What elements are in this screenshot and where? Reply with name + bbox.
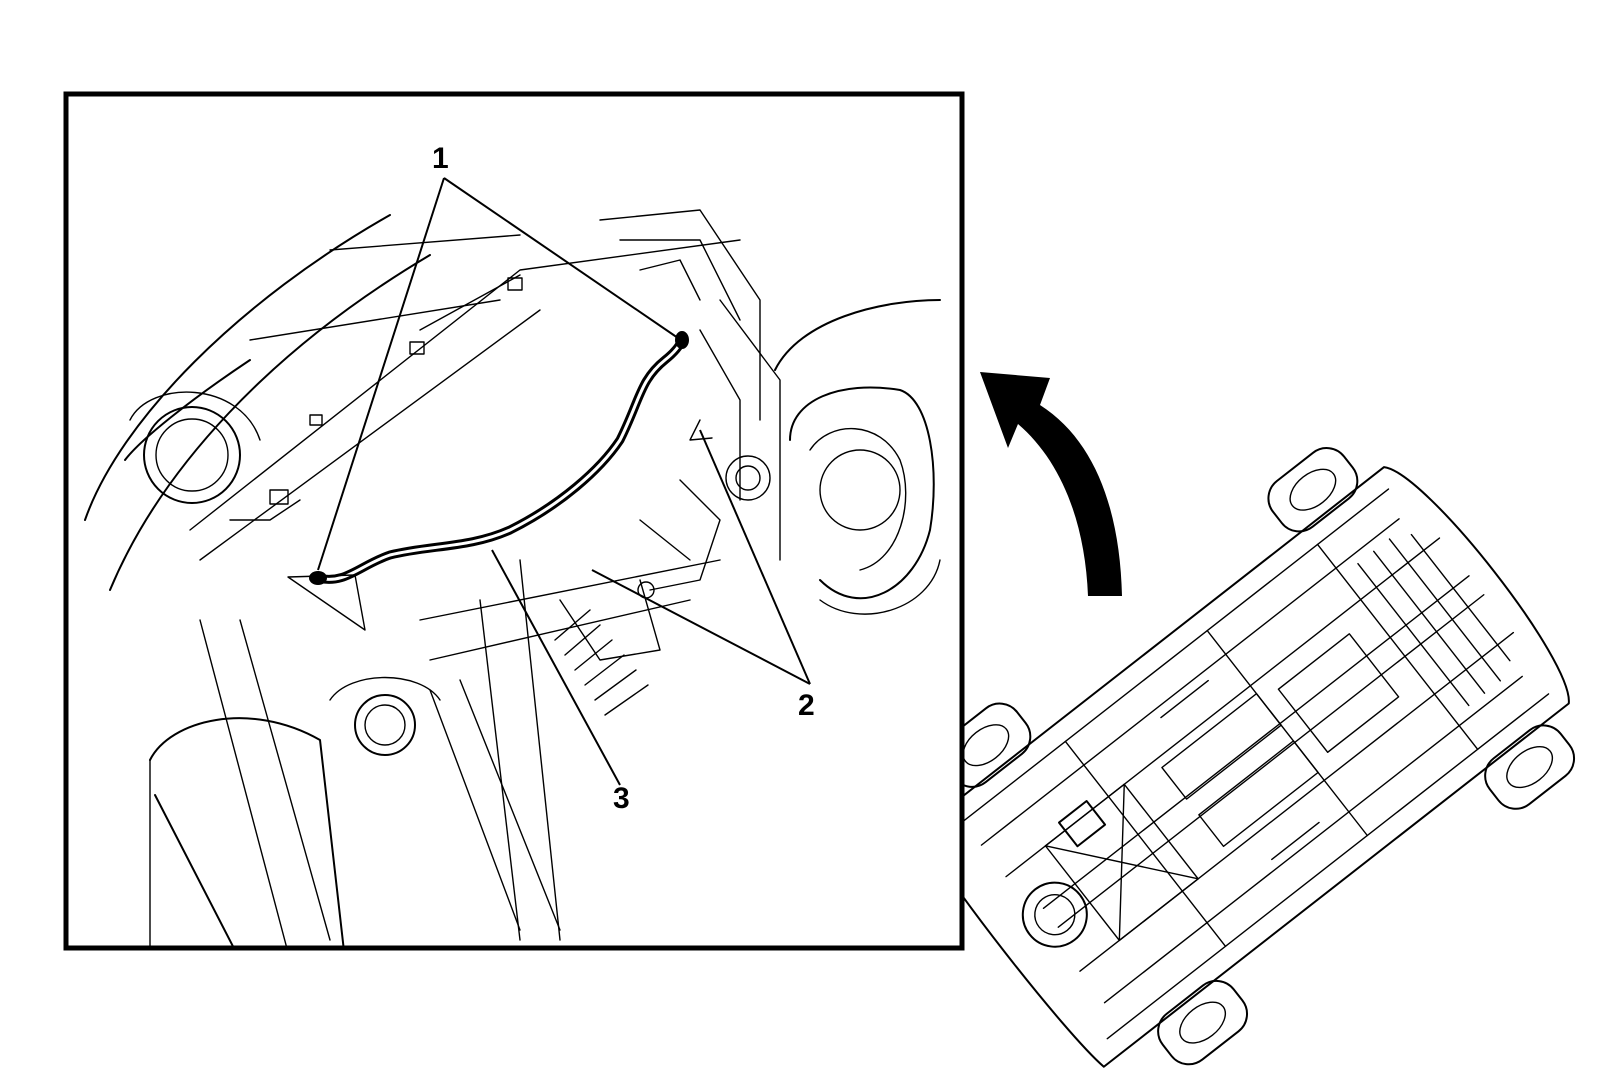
callout-3: 3 bbox=[613, 782, 630, 815]
leader-1a bbox=[317, 177, 445, 571]
hose-end-lower bbox=[309, 571, 327, 585]
view-direction-arrow-icon bbox=[980, 372, 1122, 596]
leader-2b bbox=[591, 569, 811, 685]
detail-view: 1 2 3 bbox=[63, 91, 965, 951]
lower-connector-indicator bbox=[287, 574, 366, 631]
leader-2a bbox=[699, 429, 811, 685]
vent-hose-shadow bbox=[313, 335, 687, 584]
detail-frame bbox=[63, 91, 965, 951]
underbody-detail-drawing bbox=[84, 209, 941, 948]
leader-3 bbox=[491, 549, 621, 786]
vent-hose bbox=[316, 338, 684, 581]
vehicle-overview bbox=[960, 447, 1576, 1068]
callout-1: 1 bbox=[432, 142, 449, 175]
hose-end-upper bbox=[675, 331, 689, 349]
callout-2: 2 bbox=[798, 689, 815, 722]
leader-1b bbox=[443, 177, 679, 339]
